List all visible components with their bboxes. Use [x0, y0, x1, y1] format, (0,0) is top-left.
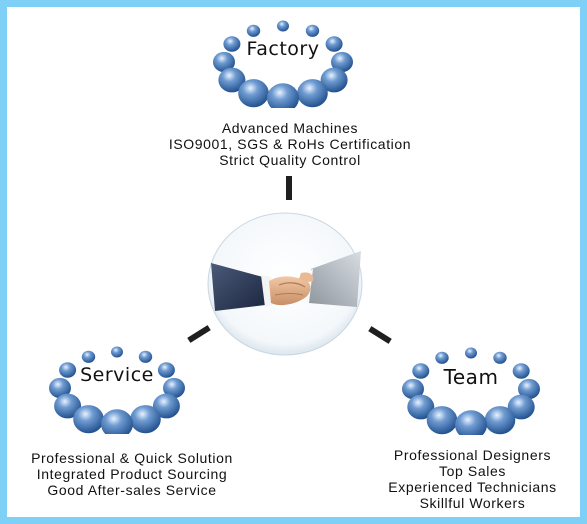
bead	[267, 83, 299, 108]
service-description: Professional & Quick Solution Integrated…	[12, 450, 252, 498]
team-line: Professional Designers	[393, 447, 552, 463]
bead	[59, 362, 77, 378]
factory-line: Advanced Machines	[221, 120, 359, 136]
factory-bead-ring	[213, 20, 353, 108]
service-bead-ring	[49, 346, 185, 434]
bead	[455, 410, 487, 435]
bead	[81, 350, 96, 363]
bead	[152, 393, 180, 419]
bead	[297, 79, 328, 108]
team-ring: Team	[399, 339, 543, 435]
service-ring: Service	[46, 338, 188, 434]
bead	[435, 351, 449, 364]
factory-connector	[286, 176, 292, 200]
factory-title: Factory	[246, 38, 320, 60]
team-description: Professional Designers Top Sales Experie…	[375, 447, 570, 511]
bead	[246, 24, 261, 37]
service-line: Professional & Quick Solution	[31, 450, 233, 466]
bead	[426, 406, 458, 435]
bead	[218, 67, 246, 93]
team-line: Skillful Workers	[419, 495, 526, 511]
team-title: Team	[443, 365, 499, 389]
bead	[49, 377, 71, 399]
team-line: Experienced Technicians	[388, 479, 557, 495]
bead	[130, 405, 161, 434]
bead	[73, 405, 104, 434]
team-bead-ring	[402, 347, 540, 435]
bead	[518, 378, 540, 400]
bead	[320, 67, 348, 93]
service-title: Service	[80, 364, 154, 386]
factory-line: ISO9001, SGS & RoHs Certification	[168, 136, 412, 152]
factory-line: Strict Quality Control	[219, 152, 361, 168]
bead	[331, 51, 353, 73]
bead	[54, 393, 82, 419]
bead	[213, 51, 235, 73]
bead	[111, 346, 123, 358]
bead	[465, 347, 477, 359]
bead	[484, 406, 516, 435]
bead	[512, 363, 530, 379]
bead	[101, 409, 133, 434]
service-line: Integrated Product Sourcing	[36, 466, 228, 482]
bead	[223, 36, 241, 52]
factory-description: Advanced Machines ISO9001, SGS & RoHs Ce…	[140, 120, 440, 168]
bead	[157, 362, 175, 378]
bead	[402, 378, 424, 400]
bead	[493, 351, 507, 364]
service-line: Good After-sales Service	[47, 482, 217, 498]
bead	[305, 24, 320, 37]
bead	[412, 363, 430, 379]
bead	[325, 36, 343, 52]
bead	[238, 79, 269, 108]
bead	[507, 394, 535, 420]
handshake-image	[205, 211, 365, 357]
bead	[407, 394, 435, 420]
bead	[277, 20, 289, 32]
bead	[138, 350, 153, 363]
factory-ring: Factory	[210, 12, 356, 108]
bead	[163, 377, 185, 399]
team-line: Top Sales	[439, 463, 506, 479]
